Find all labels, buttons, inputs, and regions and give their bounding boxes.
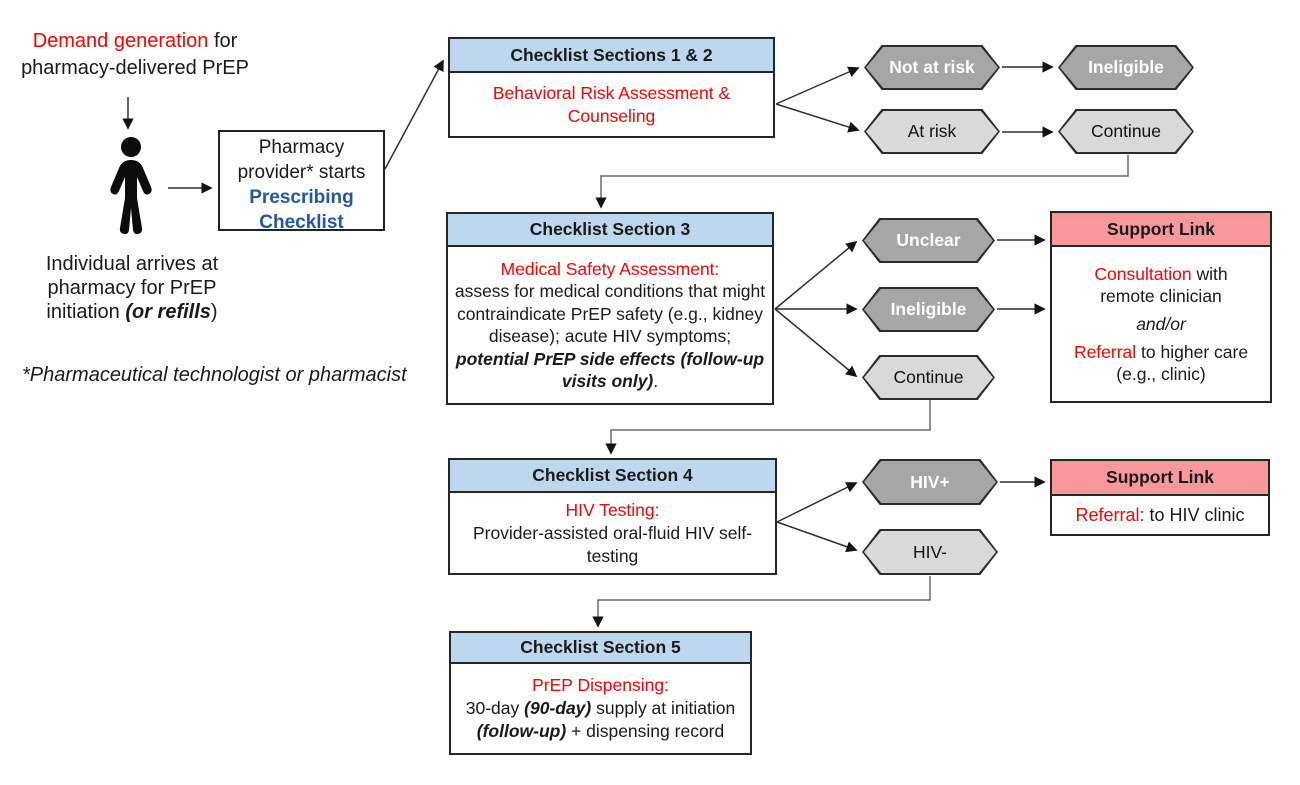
support-link-1-box: Support Link Consultation with remote cl… bbox=[1050, 211, 1272, 403]
support-link-2-box: Support Link Referral: to HIV clinic bbox=[1050, 459, 1270, 536]
checklist-sections-1-2-header: Checklist Sections 1 & 2 bbox=[450, 39, 773, 73]
hexagon-hiv-negative: HIV- bbox=[862, 529, 998, 575]
s4-text: Provider-assisted oral-fluid HIV self-te… bbox=[472, 522, 753, 566]
s3-lead: Medical Safety Assessment: bbox=[500, 258, 720, 279]
s3-emph: potential PrEP side effects (follow-up v… bbox=[455, 348, 765, 392]
checklist-section-3-body: Medical Safety Assessment: assess for me… bbox=[448, 247, 772, 403]
s5-lead: PrEP Dispensing: bbox=[532, 675, 669, 695]
pharmacy-provider-box: Pharmacy provider* starts Prescribing Ch… bbox=[218, 130, 385, 233]
hexagon-ineligible-1: Ineligible bbox=[1058, 45, 1194, 90]
checklist-sections-1-2-body: Behavioral Risk Assessment & Counseling bbox=[450, 73, 773, 136]
demand-generation-text: Demand generation for pharmacy-delivered… bbox=[12, 28, 258, 82]
arrow-s3-to-continue bbox=[774, 308, 858, 378]
checklist-section-4-box: Checklist Section 4 HIV Testing: Provide… bbox=[448, 458, 777, 575]
demand-rest: for bbox=[208, 30, 238, 52]
demand-highlight: Demand generation bbox=[32, 30, 209, 52]
hexagon-label: At risk bbox=[866, 111, 998, 152]
checklist-section-4-body: HIV Testing: Provider-assisted oral-flui… bbox=[450, 493, 775, 573]
hexagon-label: HIV+ bbox=[864, 461, 996, 503]
arrow-s4-to-hiv-neg bbox=[776, 521, 858, 553]
hexagon-label: Ineligible bbox=[864, 289, 993, 330]
person-icon bbox=[110, 137, 152, 235]
demand-line2: pharmacy-delivered PrEP bbox=[21, 57, 249, 79]
checklist-section-3-header: Checklist Section 3 bbox=[448, 214, 772, 247]
s5-t1: 30-day bbox=[465, 698, 525, 718]
s3-text: assess for medical conditions that might… bbox=[454, 281, 766, 346]
support-link-1-header: Support Link bbox=[1052, 213, 1270, 247]
support-link-1-body: Consultation with remote clinician and/o… bbox=[1052, 247, 1270, 401]
elbow-continue2-to-s4 bbox=[605, 400, 931, 455]
arrow-s3-to-unclear bbox=[774, 240, 858, 310]
hexagon-label: Continue bbox=[864, 357, 993, 398]
checklist-sections-1-2-box: Checklist Sections 1 & 2 Behavioral Risk… bbox=[448, 37, 775, 138]
hexagon-label: Continue bbox=[1060, 111, 1192, 152]
individual-emph: (or refills bbox=[125, 301, 211, 323]
sl1-p1-rest: with remote clinician bbox=[1100, 264, 1228, 306]
footnote-text: *Pharmaceutical technologist or pharmaci… bbox=[22, 364, 407, 386]
arrow-s12-to-not-at-risk bbox=[775, 66, 860, 105]
hexagon-label: Unclear bbox=[864, 220, 993, 261]
s3-tail: . bbox=[653, 371, 659, 391]
elbow-continue1-to-s3 bbox=[595, 155, 1129, 209]
arrow-s4-to-hiv-pos bbox=[776, 482, 858, 523]
pharmacy-box-line1: Pharmacy provider* starts bbox=[237, 137, 366, 183]
support-link-2-body: Referral: to HIV clinic bbox=[1052, 496, 1268, 534]
checklist-section-5-header: Checklist Section 5 bbox=[451, 633, 750, 664]
sl2-referral: Referral: bbox=[1075, 504, 1145, 525]
hexagon-label: HIV- bbox=[864, 531, 996, 573]
sl1-p3-rest: to higher care (e.g., clinic) bbox=[1116, 342, 1249, 384]
s5-e2: (follow-up) bbox=[476, 721, 567, 741]
s5-t2: supply at initiation bbox=[591, 698, 736, 718]
individual-main: Individual arrives at pharmacy for PrEP … bbox=[45, 253, 219, 323]
support-link-2-header: Support Link bbox=[1052, 461, 1268, 496]
hexagon-unclear: Unclear bbox=[862, 218, 995, 263]
checklist-section-4-header: Checklist Section 4 bbox=[450, 460, 775, 493]
checklist-section-3-box: Checklist Section 3 Medical Safety Asses… bbox=[446, 212, 774, 405]
s5-e1: (90-day) bbox=[524, 698, 592, 718]
checklist-section-5-box: Checklist Section 5 PrEP Dispensing: 30-… bbox=[449, 631, 752, 755]
hexagon-at-risk: At risk bbox=[864, 109, 1000, 154]
arrow-pharmacy-to-s12 bbox=[384, 59, 444, 170]
individual-close: ) bbox=[210, 301, 218, 323]
sl1-referral: Referral bbox=[1073, 342, 1137, 362]
hexagon-continue-2: Continue bbox=[862, 355, 995, 400]
s4-lead: HIV Testing: bbox=[565, 499, 660, 520]
sl1-and-or: and/or bbox=[1136, 314, 1186, 334]
individual-arrives-text: Individual arrives at pharmacy for PrEP … bbox=[22, 252, 242, 324]
hexagon-not-at-risk: Not at risk bbox=[864, 45, 1000, 90]
hexagon-label: Not at risk bbox=[866, 47, 998, 88]
pharmacy-box-line2: Prescribing Checklist bbox=[249, 187, 354, 233]
arrow-s12-to-at-risk bbox=[775, 103, 860, 133]
elbow-hiv-neg-to-s5 bbox=[592, 576, 931, 628]
checklist-section-5-body: PrEP Dispensing: 30-day (90-day) supply … bbox=[451, 664, 750, 753]
hexagon-label: Ineligible bbox=[1060, 47, 1192, 88]
hexagon-continue-1: Continue bbox=[1058, 109, 1194, 154]
sl1-consultation: Consultation bbox=[1094, 264, 1192, 284]
s5-t3: + dispensing record bbox=[566, 721, 725, 741]
sl2-rest: to HIV clinic bbox=[1144, 504, 1245, 525]
hexagon-ineligible-2: Ineligible bbox=[862, 287, 995, 332]
hexagon-hiv-positive: HIV+ bbox=[862, 459, 998, 505]
s12-body-text: Behavioral Risk Assessment & Counseling bbox=[492, 82, 731, 126]
